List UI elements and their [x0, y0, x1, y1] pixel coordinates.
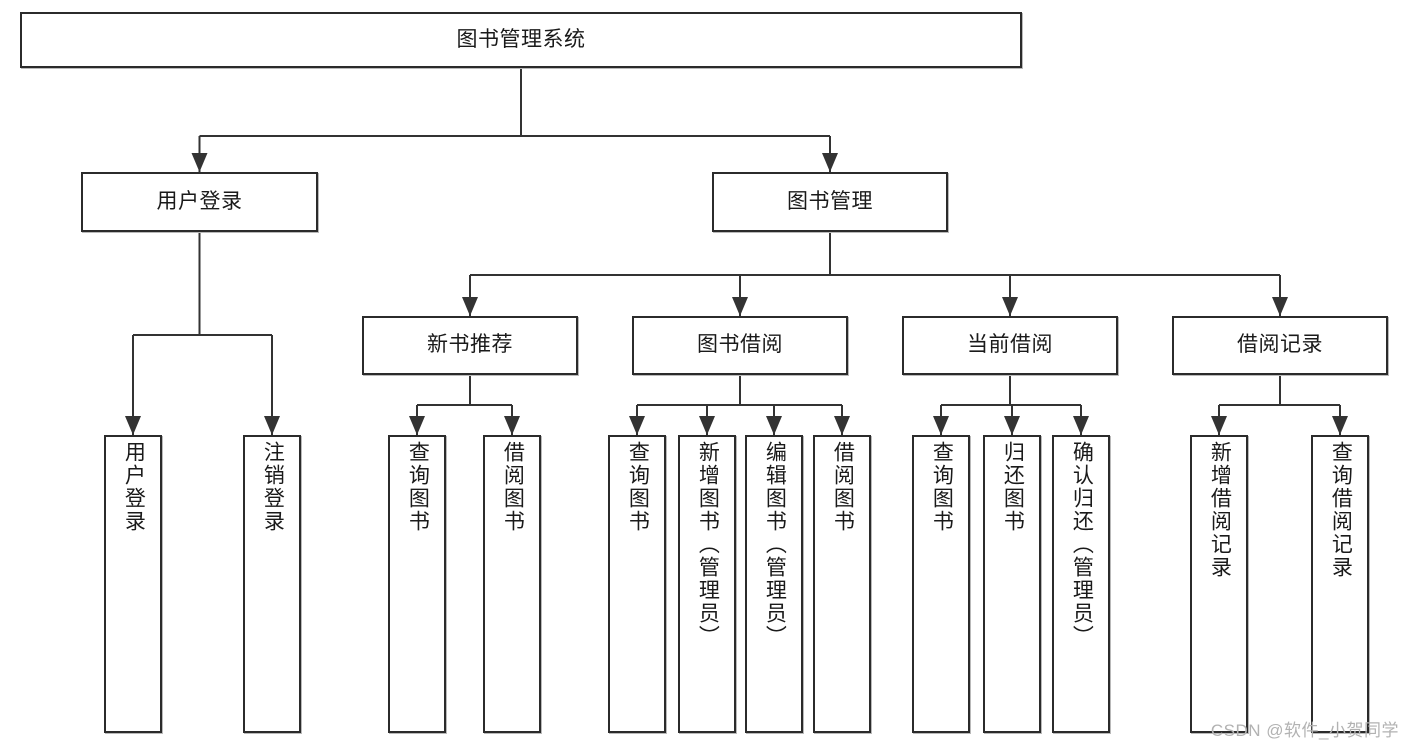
node-book-borrow[interactable]: 图书借阅 — [632, 316, 848, 375]
arrow-head-icon-leaf-query-book-2 — [629, 416, 645, 435]
node-leaf-query-record[interactable]: 查询借阅记录 — [1311, 435, 1369, 733]
arrow-head-icon-leaf-logout — [264, 416, 280, 435]
node-leaf-borrow-book-1[interactable]: 借阅图书 — [483, 435, 541, 733]
arrow-head-icon-book-borrow — [732, 297, 748, 316]
node-label: 确认归还（管理员） — [1070, 441, 1094, 648]
node-label: 图书借阅 — [697, 333, 783, 357]
node-label: 编辑图书（管理员） — [763, 441, 787, 648]
node-label: 用户登录 — [156, 189, 243, 213]
node-label: 新增图书（管理员） — [696, 441, 720, 648]
node-label: 查询图书 — [406, 441, 430, 533]
node-leaf-add-book[interactable]: 新增图书（管理员） — [678, 435, 736, 733]
node-leaf-add-record[interactable]: 新增借阅记录 — [1190, 435, 1248, 733]
node-leaf-query-book-2[interactable]: 查询图书 — [608, 435, 666, 733]
node-label: 注销登录 — [261, 441, 285, 533]
node-label: 借阅图书 — [501, 441, 525, 533]
arrow-head-icon-leaf-add-record — [1211, 416, 1227, 435]
arrow-head-icon-leaf-borrow-book-2 — [834, 416, 850, 435]
arrow-head-icon-new-book-rec — [462, 297, 478, 316]
arrow-head-icon-book-manage — [822, 153, 838, 172]
node-label: 借阅图书 — [831, 441, 855, 533]
node-label: 查询图书 — [930, 441, 954, 533]
node-leaf-query-book-3[interactable]: 查询图书 — [912, 435, 970, 733]
node-label: 用户登录 — [122, 441, 146, 533]
node-book-manage[interactable]: 图书管理 — [712, 172, 948, 232]
node-borrow-record[interactable]: 借阅记录 — [1172, 316, 1388, 375]
arrow-head-icon-leaf-borrow-book-1 — [504, 416, 520, 435]
node-label: 图书管理 — [787, 189, 873, 213]
arrow-head-icon-leaf-query-record — [1332, 416, 1348, 435]
arrow-head-icon-current-borrow — [1002, 297, 1018, 316]
node-leaf-logout[interactable]: 注销登录 — [243, 435, 301, 733]
node-label: 当前借阅 — [967, 333, 1053, 357]
node-leaf-query-book-1[interactable]: 查询图书 — [388, 435, 446, 733]
node-new-book-rec[interactable]: 新书推荐 — [362, 316, 578, 375]
arrow-head-icon-leaf-user-login — [125, 416, 141, 435]
arrow-head-icon-leaf-query-book-1 — [409, 416, 425, 435]
arrow-head-icon-leaf-confirm-return — [1073, 416, 1089, 435]
node-leaf-edit-book[interactable]: 编辑图书（管理员） — [745, 435, 803, 733]
node-current-borrow[interactable]: 当前借阅 — [902, 316, 1118, 375]
watermark: CSDN @软件_小贺同学 — [1210, 721, 1399, 740]
node-label: 借阅记录 — [1237, 333, 1323, 357]
node-label: 图书管理系统 — [456, 27, 586, 51]
node-user-login[interactable]: 用户登录 — [81, 172, 318, 232]
node-label: 查询借阅记录 — [1329, 441, 1353, 579]
arrow-head-icon-leaf-edit-book — [766, 416, 782, 435]
node-leaf-return-book[interactable]: 归还图书 — [983, 435, 1041, 733]
node-leaf-confirm-return[interactable]: 确认归还（管理员） — [1052, 435, 1110, 733]
node-label: 查询图书 — [626, 441, 650, 533]
node-label: 新增借阅记录 — [1208, 441, 1232, 579]
node-root[interactable]: 图书管理系统 — [20, 12, 1022, 68]
node-label: 归还图书 — [1001, 441, 1025, 533]
node-leaf-borrow-book-2[interactable]: 借阅图书 — [813, 435, 871, 733]
arrow-head-icon-borrow-record — [1272, 297, 1288, 316]
node-label: 新书推荐 — [427, 333, 513, 357]
node-leaf-user-login[interactable]: 用户登录 — [104, 435, 162, 733]
arrow-head-icon-leaf-return-book — [1004, 416, 1020, 435]
arrow-head-icon-user-login — [191, 153, 208, 172]
arrow-head-icon-leaf-query-book-3 — [933, 416, 949, 435]
arrow-head-icon-leaf-add-book — [699, 416, 715, 435]
